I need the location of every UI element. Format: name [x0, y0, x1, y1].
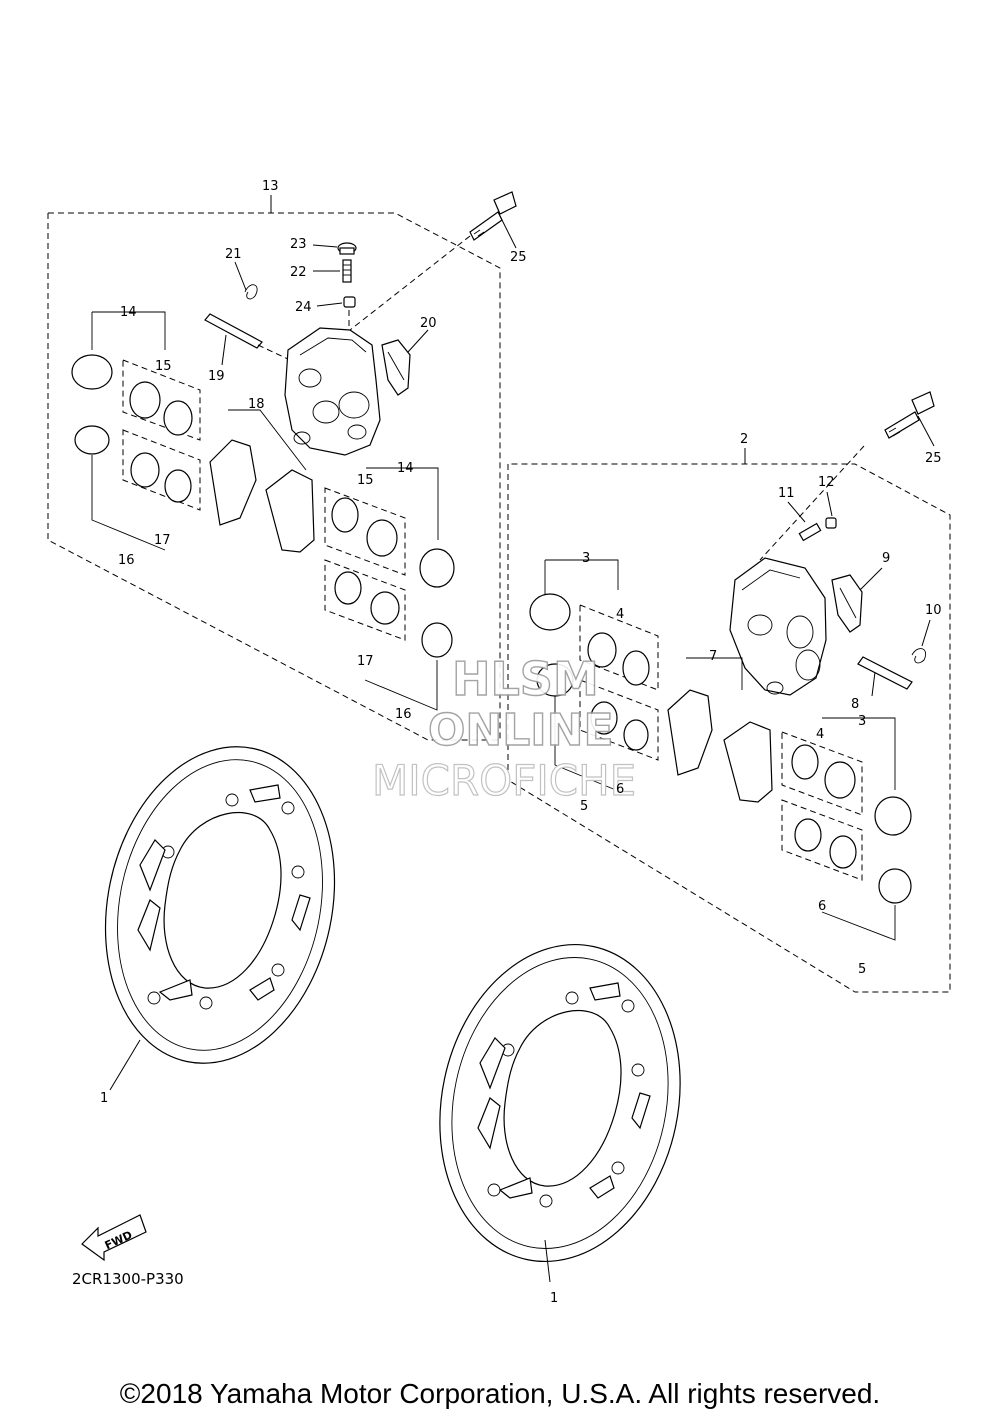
callout-6-upper: 6	[616, 782, 624, 797]
callout-19: 19	[208, 369, 225, 384]
callout-22: 22	[290, 265, 307, 280]
brake-disc-left	[104, 746, 336, 1091]
callout-4-upper: 4	[616, 607, 624, 622]
callout-21: 21	[225, 247, 242, 262]
piston-group-left-bottom	[324, 467, 455, 711]
callout-23: 23	[290, 237, 307, 252]
brake-pads-left	[209, 409, 315, 553]
callout-5-lower: 5	[858, 962, 866, 977]
callout-25-lower: 25	[925, 451, 942, 466]
copyright-notice: ©2018 Yamaha Motor Corporation, U.S.A. A…	[119, 1378, 881, 1409]
piston-group-left-top	[71, 311, 201, 551]
piston-group-right-top	[529, 559, 659, 796]
forward-arrow-icon: FWD	[81, 1214, 147, 1262]
callout-13: 13	[262, 179, 279, 194]
caliper-body-right	[729, 557, 827, 696]
watermark-line1: HLSM	[452, 652, 599, 706]
pad-spring-right	[831, 567, 883, 633]
brake-disc-right	[439, 943, 681, 1283]
callout-11: 11	[778, 486, 795, 501]
callout-3-upper: 3	[582, 551, 590, 566]
left-caliper-assembly	[47, 191, 517, 741]
callout-2: 2	[740, 432, 748, 447]
bleeder-parts	[312, 242, 357, 340]
piston-group-right-bottom	[781, 717, 912, 941]
callout-1-right: 1	[550, 1291, 558, 1306]
callout-24: 24	[295, 300, 312, 315]
callout-7: 7	[709, 649, 717, 664]
callout-12: 12	[818, 475, 835, 490]
callout-14-upper: 14	[120, 305, 137, 320]
callout-4-lower: 4	[816, 727, 824, 742]
callout-16-lower: 16	[395, 707, 412, 722]
callout-1-left: 1	[100, 1091, 108, 1106]
callout-10: 10	[925, 603, 942, 618]
caliper-body-left	[284, 327, 381, 456]
bleeder-parts-right	[787, 491, 837, 542]
callout-25-upper: 25	[510, 250, 527, 265]
callout-16-upper: 16	[118, 553, 135, 568]
callout-labels: 13 25 23 22 24 21 20 19 14 15 18 14 15 1…	[100, 179, 942, 1306]
reference-code: 2CR1300-P330	[72, 1270, 184, 1288]
callout-6-lower: 6	[818, 899, 826, 914]
callout-17-lower: 17	[357, 654, 374, 669]
pad-pin-right	[857, 619, 931, 697]
callout-3-lower: 3	[858, 714, 866, 729]
watermark-line3: MICROFICHE	[372, 756, 636, 805]
caliper-bolt-lower	[759, 391, 935, 561]
callout-9: 9	[882, 551, 890, 566]
callout-8: 8	[851, 697, 859, 712]
callout-17-upper: 17	[154, 533, 171, 548]
callout-20: 20	[420, 316, 437, 331]
caliper-bolt-upper	[349, 191, 517, 331]
callout-18: 18	[248, 397, 265, 412]
callout-15-upper: 15	[155, 359, 172, 374]
right-caliper-assembly	[507, 391, 951, 993]
brake-pads-right	[667, 657, 773, 803]
watermark-line2: ONLINE	[428, 705, 614, 756]
callout-15-lower: 15	[357, 473, 374, 488]
pad-spring-left	[381, 329, 429, 396]
callout-5-upper: 5	[580, 799, 588, 814]
pad-pin-left	[204, 261, 291, 366]
watermark: HLSM ONLINE MICROFICHE	[371, 651, 636, 805]
callout-14-lower: 14	[397, 461, 414, 476]
